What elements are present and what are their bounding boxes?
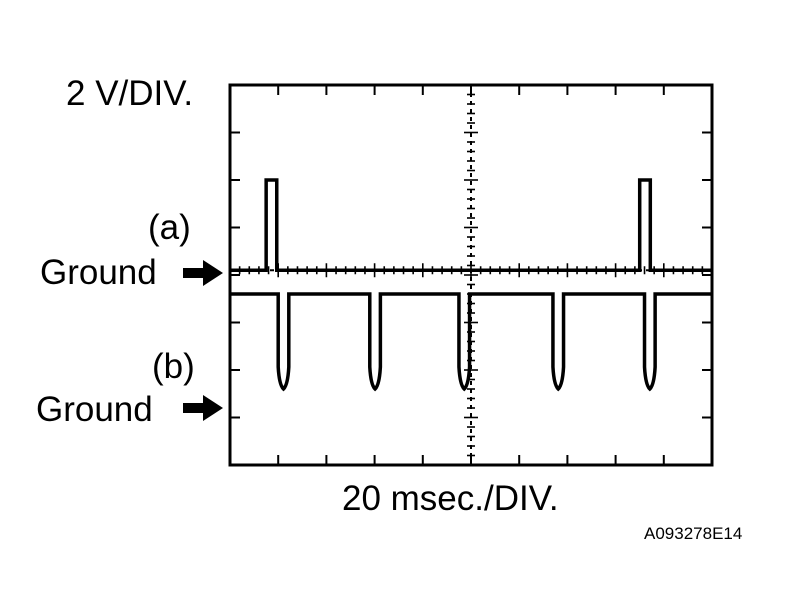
horizontal-scale-label: 20 msec./DIV. [342,479,559,518]
figure-id-label: A093278E14 [644,524,743,543]
channel-b-label: (b) [152,347,195,386]
signal-traces [230,178,712,392]
ground-a-label: Ground [40,253,157,292]
ground-b-right-arrow-icon [183,395,223,421]
ground-markers [183,260,223,421]
channel-a-label: (a) [148,208,191,247]
scope-grid [228,83,714,467]
ground-a-right-arrow-icon [183,260,223,286]
signal-a-trace [230,178,712,272]
ground-b-label: Ground [36,390,153,429]
vertical-scale-label: 2 V/DIV. [66,74,194,113]
signal-b-trace [230,292,712,392]
